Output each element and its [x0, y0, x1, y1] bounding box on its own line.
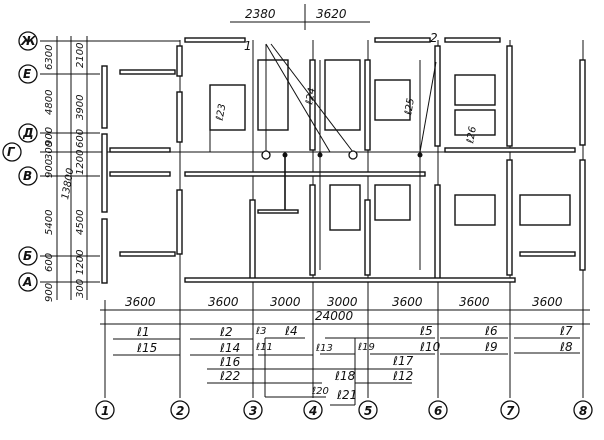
- left-dim-inner-0: 2100: [75, 43, 86, 68]
- left-dim-outer-4: 900: [44, 159, 55, 178]
- left-dim-outer-0: 6300: [44, 45, 55, 70]
- span-label: ℓ17: [392, 354, 414, 368]
- bottom-dim-4: 3600: [392, 295, 423, 309]
- bottom-dim-5: 3600: [459, 295, 490, 309]
- column-axis-label: 1: [101, 404, 109, 418]
- span-label: ℓ16: [219, 355, 241, 369]
- overall-dim: 24000: [315, 309, 354, 323]
- column-axis-label: 3: [249, 404, 257, 418]
- row-axis-label: Ж: [20, 34, 36, 48]
- span-label: ℓ4: [284, 324, 298, 338]
- callout-2: 2: [430, 31, 438, 45]
- span-label: ℓ5: [419, 324, 433, 338]
- left-dim-middle-0: 13800: [60, 167, 76, 200]
- left-dim-inner-3: 1200: [75, 150, 86, 175]
- bottom-dim-6: 3600: [532, 295, 563, 309]
- column-axis-label: 2: [176, 404, 184, 418]
- column-axis-label: 4: [308, 404, 317, 418]
- span-label: ℓ9: [484, 340, 498, 354]
- row-axis-label: Г: [7, 145, 16, 159]
- callout-1: 1: [244, 39, 252, 53]
- span-label: ℓ21: [336, 388, 357, 402]
- left-dim-outer-2: 900: [44, 127, 55, 146]
- span-label-l25: ℓ25: [403, 97, 417, 116]
- row-axis-label: А: [22, 275, 32, 289]
- plan-span-lines: [209, 43, 437, 270]
- row-axis-label: Б: [23, 249, 32, 263]
- left-dim-outer-6: 600: [44, 253, 55, 272]
- span-label-l24: ℓ24: [304, 87, 318, 106]
- span-label: ℓ6: [484, 324, 498, 338]
- left-dim-inner-5: 1200: [75, 250, 86, 275]
- top-dim-2: 3620: [316, 7, 347, 21]
- span-label: ℓ13: [316, 343, 333, 354]
- span-arrows: [113, 337, 580, 406]
- left-dim-inner-4: 4500: [75, 210, 86, 235]
- span-label: ℓ22: [219, 369, 240, 383]
- span-label-l23: ℓ23: [215, 103, 229, 122]
- span-label: ℓ18: [334, 369, 356, 383]
- walls: [101, 37, 586, 284]
- row-axis-label: Е: [23, 67, 32, 81]
- left-dim-inner-2: 600: [75, 129, 86, 148]
- bottom-dim-3: 3000: [327, 295, 358, 309]
- row-axis-markers: Ж Е Д Г В Б А: [2, 31, 38, 292]
- left-dim-outer-5: 5400: [44, 210, 55, 235]
- column-axis-markers: 1 2 3 4 5 6 7 8: [95, 400, 593, 420]
- row-axis-label: В: [23, 169, 32, 183]
- span-label: ℓ1: [136, 325, 150, 339]
- column-axis-label: 8: [579, 404, 587, 418]
- span-label: ℓ11: [256, 342, 273, 353]
- span-label: ℓ14: [219, 341, 240, 355]
- column-axis-label: 6: [434, 404, 442, 418]
- span-label: ℓ19: [358, 342, 375, 353]
- span-label-l26: ℓ26: [465, 126, 479, 145]
- span-label: ℓ2: [219, 325, 233, 339]
- column-axis-label: 5: [364, 404, 372, 418]
- left-dimension-lines: [56, 36, 88, 300]
- span-label: ℓ8: [559, 340, 573, 354]
- left-dim-outer-7: 900: [44, 283, 55, 302]
- left-dim-inner-6: 300: [75, 279, 86, 298]
- span-label: ℓ15: [136, 341, 157, 355]
- left-dim-inner-1: 3900: [75, 95, 86, 120]
- bottom-dim-1: 3600: [208, 295, 239, 309]
- bottom-dim-0: 3600: [125, 295, 156, 309]
- left-dim-outer-3: 300: [44, 141, 55, 160]
- top-dim-1: 2380: [245, 7, 276, 21]
- span-label: ℓ3: [256, 326, 267, 337]
- bottom-dim-2: 3000: [270, 295, 301, 309]
- span-label: ℓ7: [559, 324, 573, 338]
- column-axis-label: 7: [506, 404, 515, 418]
- span-label: ℓ10: [419, 340, 441, 354]
- span-label: ℓ12: [392, 369, 413, 383]
- row-axis-label: Д: [22, 126, 34, 140]
- left-dim-outer-1: 4800: [44, 90, 55, 115]
- span-label: ℓ20: [312, 386, 329, 397]
